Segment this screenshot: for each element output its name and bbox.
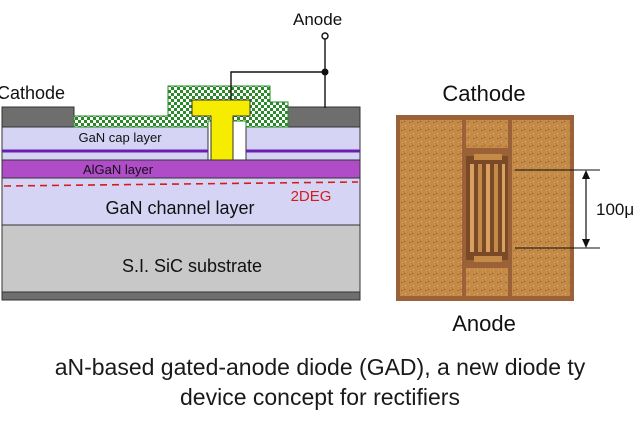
scale-arrowhead-bottom [582, 239, 590, 248]
gan-channel-layer [1, 177, 361, 226]
anode-label: Anode [293, 10, 342, 29]
cathode-pad-right [287, 106, 361, 128]
cathode-text: Cathode [0, 83, 65, 103]
algan-layer [1, 159, 361, 179]
chip-pad-bottom [466, 268, 508, 296]
gan-cap-label: GaN cap layer [78, 130, 162, 145]
anode-junction-dot [321, 68, 329, 76]
chip-finger-5 [502, 164, 505, 252]
chip-finger-2 [478, 164, 482, 252]
scale-arrowhead-top [582, 170, 590, 179]
caption-line-1: aN-based gated-anode diode (GAD), a new … [54, 354, 586, 380]
chip-pad-top [466, 120, 508, 148]
scale-label: 100μ [596, 200, 634, 219]
chip-finger-3 [486, 164, 490, 252]
chip-pad-right [512, 120, 570, 296]
micrograph: Cathode 100μ Anode [396, 81, 634, 336]
substrate-layer [1, 224, 361, 293]
passivation-layer [73, 85, 289, 128]
chip-finger-1 [470, 164, 474, 252]
micrograph-cathode-label: Cathode [442, 81, 525, 106]
gan-cap-layer-left [1, 126, 209, 161]
anode-terminal [321, 32, 329, 40]
two-deg-label: 2DEG [291, 188, 332, 205]
cathode-pad-left [1, 106, 75, 128]
anode-metal [191, 99, 251, 161]
gan-cap-layer-right [245, 126, 361, 161]
anode-wire-to-gate [230, 71, 325, 100]
micrograph-anode-label: Anode [452, 311, 516, 336]
chip-bar-bottom [474, 256, 502, 262]
cross-section: S.I. SiC substrate GaN channel layer 2DE… [0, 10, 361, 301]
gan-channel-label: GaN channel layer [105, 198, 254, 218]
algan-label: AlGaN layer [83, 162, 154, 177]
chip-bar-top [474, 154, 502, 160]
chip-finger-4 [494, 164, 498, 252]
caption-line-2: device concept for rectifiers [180, 384, 460, 410]
chip-pad-left [400, 120, 462, 296]
substrate-label: S.I. SiC substrate [122, 256, 262, 276]
figure-caption: aN-based gated-anode diode (GAD), a new … [0, 352, 640, 412]
back-metal [1, 291, 361, 301]
